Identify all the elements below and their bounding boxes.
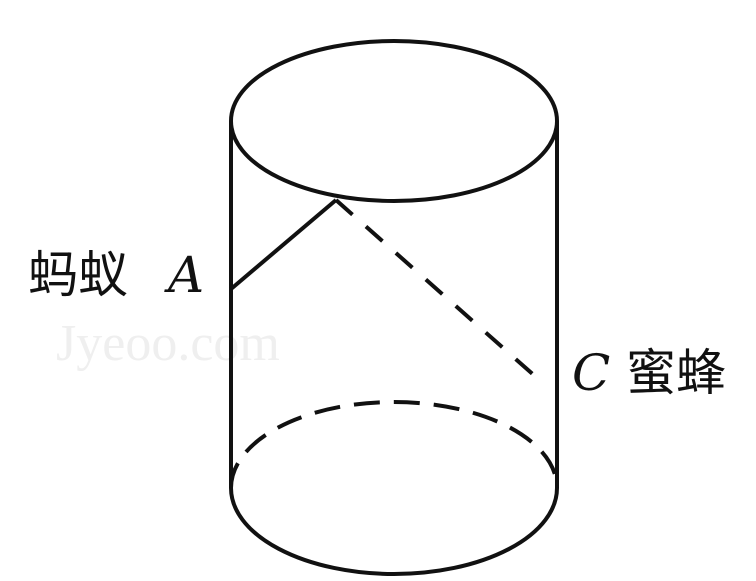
cylinder-bottom-front-arc	[229, 487, 559, 576]
watermark-text: Jyeoo.com	[56, 315, 280, 372]
path-from-ant-to-rim	[229, 198, 338, 291]
hidden-path-to-bee	[334, 198, 547, 387]
ant-label-group: 蚂蚁 A	[28, 246, 204, 304]
bee-point-label: C	[572, 344, 610, 402]
bee-word-label: 蜜蜂	[626, 344, 726, 402]
cylinder-bottom-back-arc	[229, 400, 559, 489]
bee-label-group: C 蜜蜂	[572, 344, 726, 402]
ant-point-label: A	[164, 246, 204, 304]
cylinder-top-ellipse	[229, 39, 559, 203]
ant-word-label: 蚂蚁	[28, 246, 128, 304]
